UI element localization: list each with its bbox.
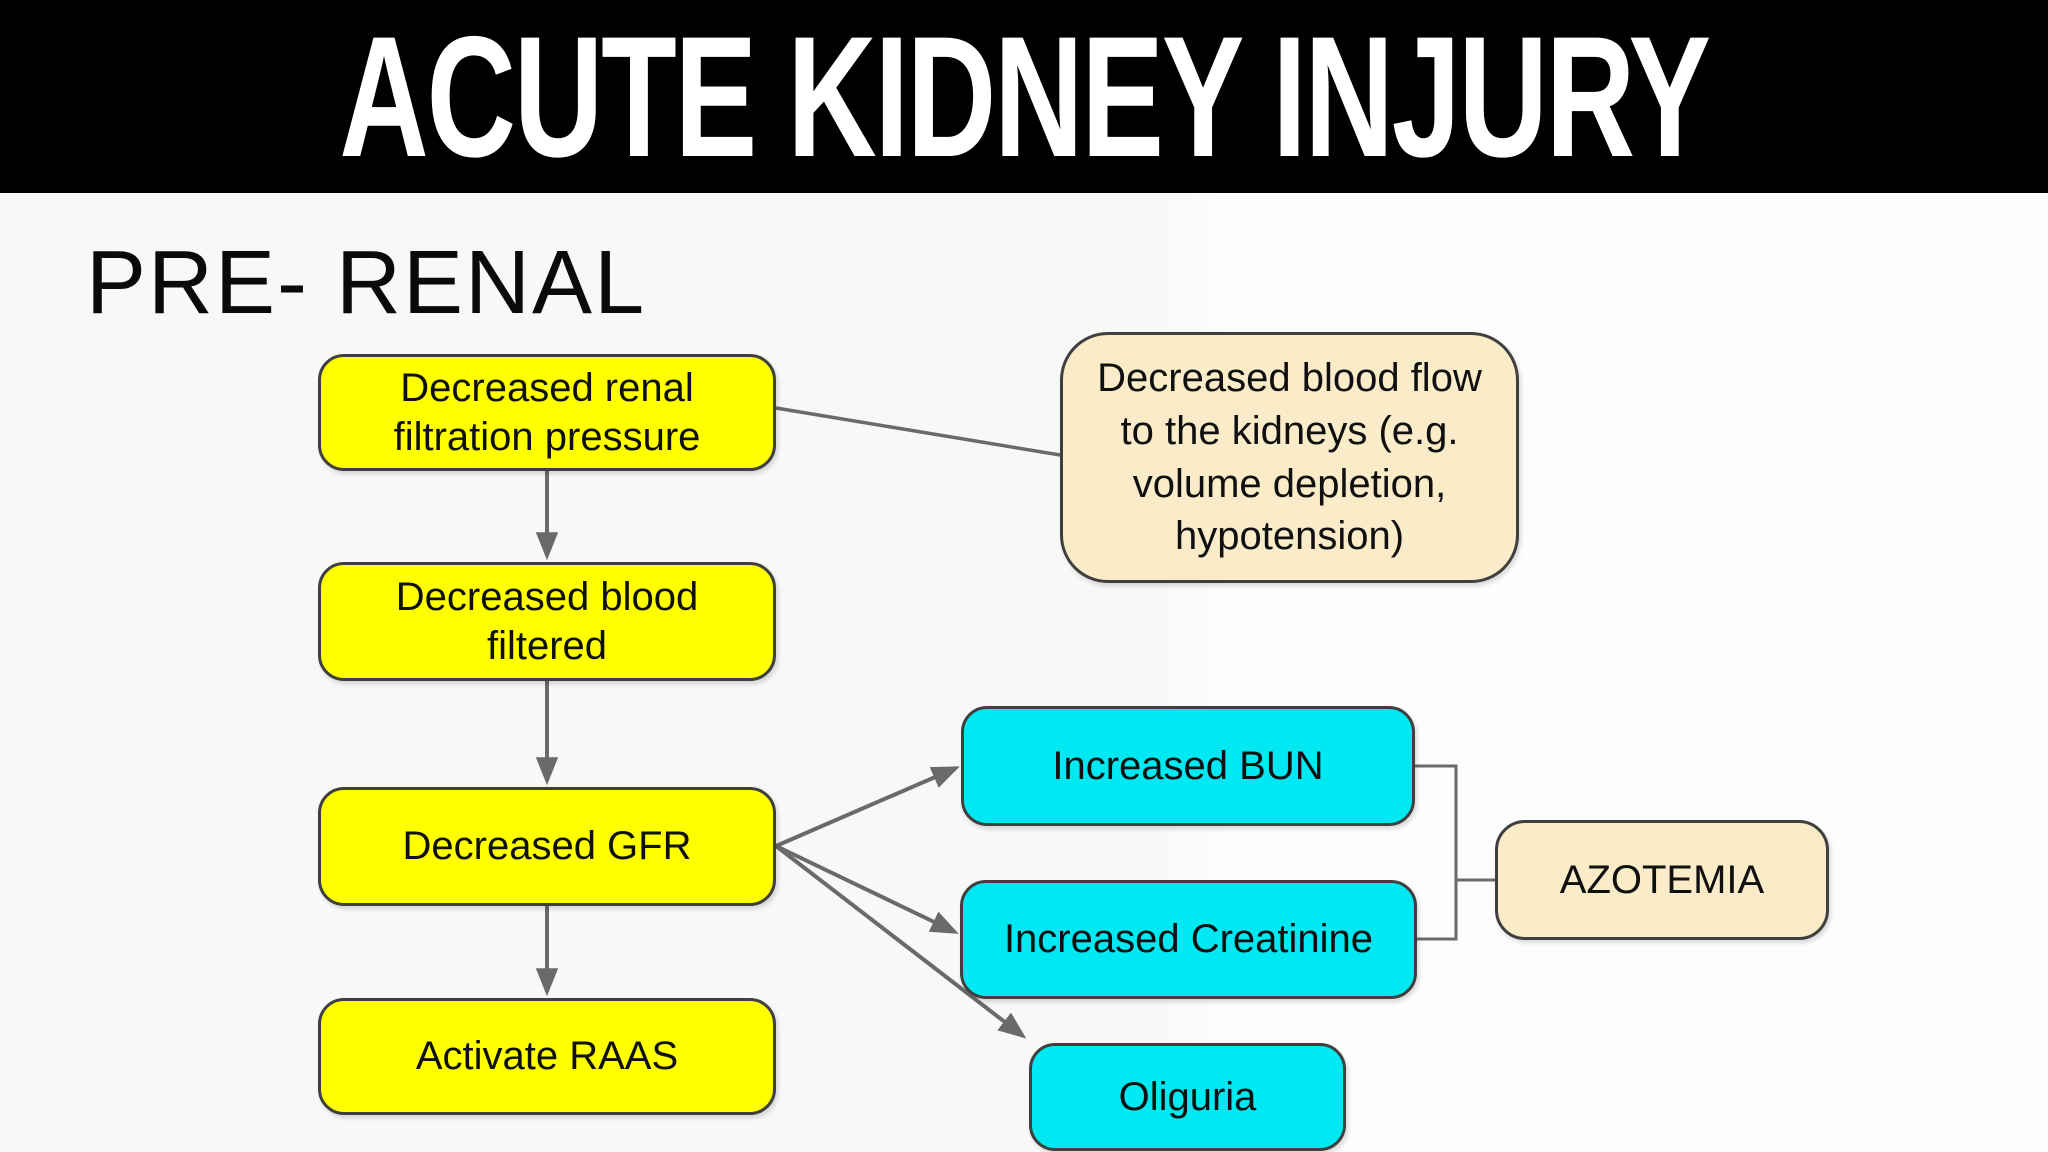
node-decreased-renal-filtration-pressure: Decreased renal filtration pressure <box>318 354 776 471</box>
node-label: Decreased blood flow to the kidneys (e.g… <box>1097 355 1482 559</box>
arrow-gfr-to-bun <box>775 766 960 848</box>
arrow-gfr-to-oliguria <box>774 844 1027 1039</box>
node-label: Decreased blood filtered <box>395 574 699 668</box>
title-bar: ACUTE KIDNEY INJURY <box>0 0 2048 193</box>
node-label: Increased BUN <box>1052 743 1324 788</box>
node-label: Oliguria <box>1118 1074 1257 1119</box>
node-label: Activate RAAS <box>415 1034 679 1079</box>
slide-title: ACUTE KIDNEY INJURY <box>339 0 1711 193</box>
node-activate-raas: Activate RAAS <box>318 998 776 1115</box>
node-azotemia: AZOTEMIA <box>1495 820 1829 940</box>
node-label: AZOTEMIA <box>1559 857 1765 902</box>
line-filtration-to-cause-note <box>775 406 1061 457</box>
node-increased-creatinine: Increased Creatinine <box>960 880 1417 999</box>
node-oliguria: Oliguria <box>1029 1043 1346 1151</box>
node-label: Decreased renal filtration pressure <box>393 365 701 459</box>
node-label: Increased Creatinine <box>1003 917 1374 962</box>
section-heading: PRE- RENAL <box>86 233 647 333</box>
node-label: Decreased GFR <box>402 824 692 869</box>
node-decreased-blood-filtered: Decreased blood filtered <box>318 562 776 681</box>
bracket-bun-creatinine-to-azotemia <box>1415 764 1495 941</box>
arrow-gfr-to-creatinine <box>775 844 959 934</box>
node-increased-bun: Increased BUN <box>961 706 1415 826</box>
node-decreased-gfr: Decreased GFR <box>318 787 776 906</box>
node-cause-decreased-blood-flow: Decreased blood flow to the kidneys (e.g… <box>1060 332 1519 583</box>
